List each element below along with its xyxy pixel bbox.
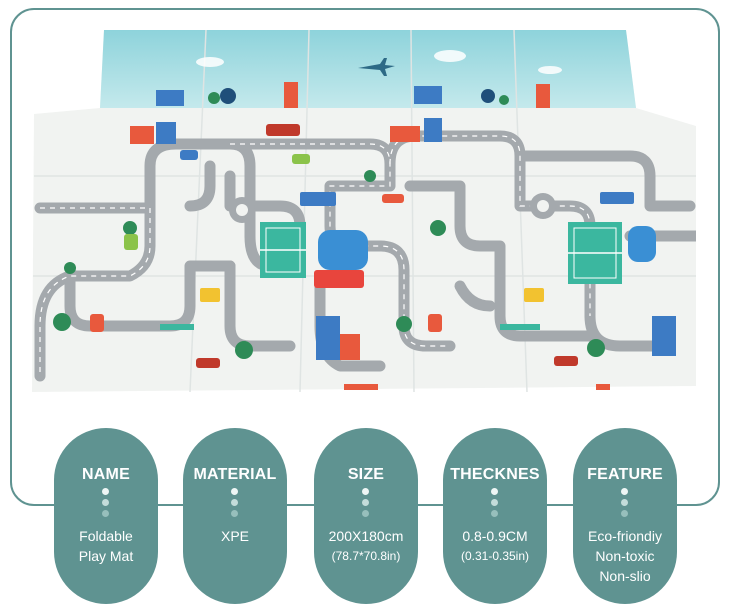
- airplane: [358, 58, 395, 76]
- dots-icon: [573, 488, 677, 518]
- dots-icon: [183, 488, 287, 518]
- spec-pill-feature: FEATURE Eco-friondiy Non-toxic Non-slio: [573, 428, 677, 604]
- mat-sky-panel: [100, 30, 636, 108]
- spec-title: FEATURE: [587, 466, 663, 483]
- spec-value: XPE: [220, 528, 249, 544]
- spec-value: Eco-friondiy Non-toxic Non-slio: [588, 528, 662, 584]
- dots-icon: [54, 488, 158, 518]
- spec-value: Foldable Play Mat: [78, 528, 134, 564]
- spec-title: NAME: [82, 466, 130, 483]
- spec-pill-material: MATERIAL XPE: [183, 428, 287, 604]
- spec-title: THECKNES: [450, 466, 540, 483]
- spec-value: 200X180cm (78.7*70.8in): [328, 528, 404, 563]
- spec-pill-size: SIZE 200X180cm (78.7*70.8in): [314, 428, 418, 604]
- dots-icon: [314, 488, 418, 518]
- dots-icon: [443, 488, 547, 518]
- play-mat-illustration: [32, 29, 696, 393]
- spec-pill-name: NAME Foldable Play Mat: [54, 428, 158, 604]
- spec-title: MATERIAL: [193, 466, 277, 483]
- spec-title: SIZE: [347, 466, 385, 483]
- spec-pill-thickness: THECKNES 0.8-0.9CM (0.31-0.35in): [443, 428, 547, 604]
- spec-value: 0.8-0.9CM (0.31-0.35in): [460, 528, 530, 563]
